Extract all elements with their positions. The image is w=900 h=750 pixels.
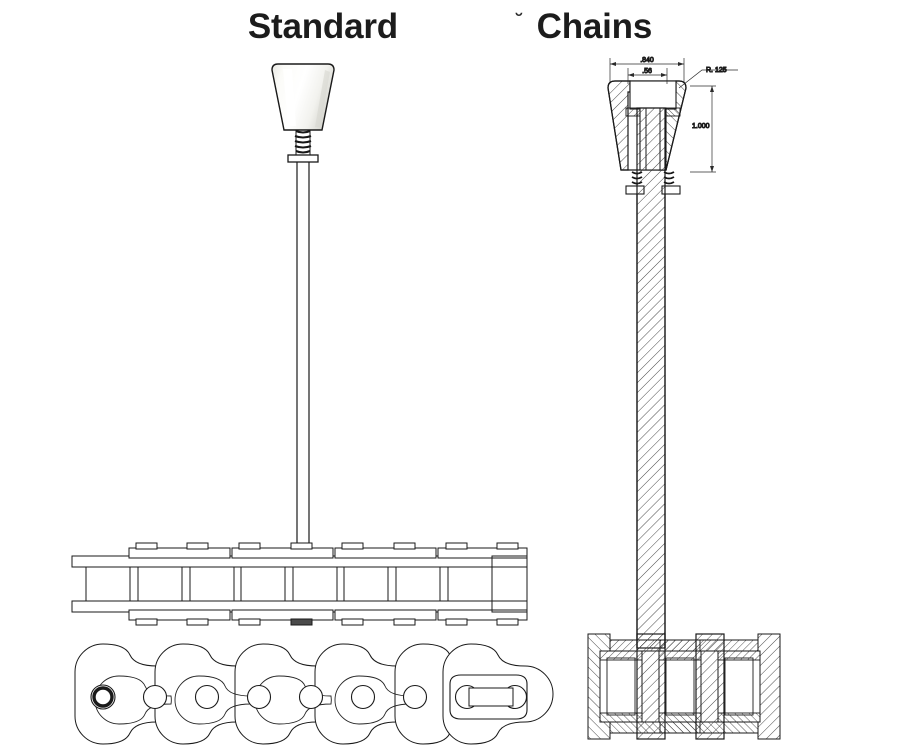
dimension-r125-label: R. 125 xyxy=(706,67,727,74)
chain-pin-holes xyxy=(90,684,428,710)
pin-thread xyxy=(294,130,312,154)
left-attachment-pin xyxy=(271,63,335,556)
section-shaft xyxy=(625,107,681,649)
dimension-56-label: .56 xyxy=(642,68,652,75)
chain-pin-heads xyxy=(135,542,519,626)
dimension-840-label: .840 xyxy=(640,57,654,64)
chain-cross-section xyxy=(587,633,781,740)
dimension-annotations xyxy=(609,58,738,173)
page-title: Standard ˘ Chains xyxy=(0,4,900,50)
chain-rollers xyxy=(85,566,493,602)
title-word-chains: Chains xyxy=(536,7,653,46)
connecting-link xyxy=(442,643,554,745)
chain-plan-view xyxy=(74,643,554,745)
dimension-1000-label: 1.000 xyxy=(692,123,710,130)
chain-side-elevation xyxy=(71,542,528,626)
tilde-mark-icon: ˘ xyxy=(515,10,523,33)
title-word-standard: Standard xyxy=(247,7,398,46)
